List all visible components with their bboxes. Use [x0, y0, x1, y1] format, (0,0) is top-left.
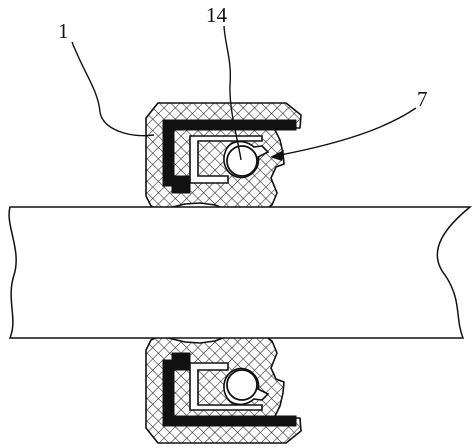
leader-line-7: [274, 107, 417, 157]
leader-line-14: [223, 25, 242, 161]
label-part-1: 1: [58, 19, 69, 43]
shaft: [8, 206, 473, 339]
label-part-7: 7: [417, 87, 428, 111]
label-part-14: 14: [206, 3, 228, 27]
lower-seal-half: [145, 333, 302, 444]
leader-line-1: [71, 41, 155, 137]
arrowhead-7: [270, 150, 284, 161]
